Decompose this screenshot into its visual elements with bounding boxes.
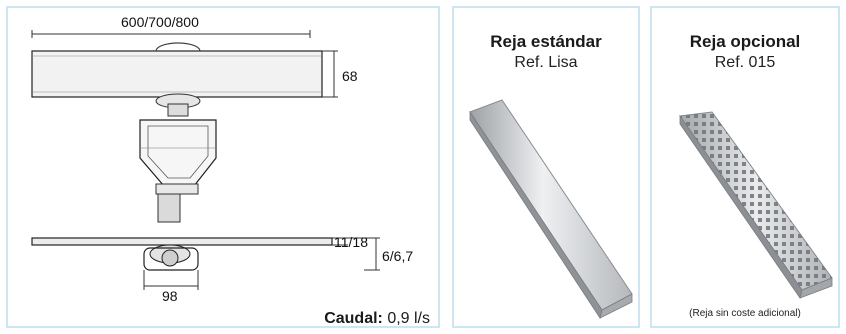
dimension-flange: 11/18 (334, 234, 368, 250)
technical-drawing-panel: 600/700/800 68 11/18 6/6,7 98 Caudal: 0,… (6, 6, 440, 328)
plain-grate-image (469, 99, 633, 319)
dimension-width: 600/700/800 (121, 14, 199, 30)
flow-value: 0,9 l/s (387, 310, 430, 327)
optional-grate-panel: Reja opcional Ref. 015 (Reja sin coste a… (650, 6, 840, 328)
optional-grate-note: (Reja sin coste adicional) (689, 308, 801, 319)
standard-grate-panel: Reja estándar Ref. Lisa (452, 6, 640, 328)
flow-label: Caudal: (324, 310, 383, 327)
perforated-grate-image (679, 111, 833, 299)
optional-grate-title: Reja opcional (689, 32, 801, 51)
drain-technical-drawing (31, 30, 380, 290)
dimension-outlet: 98 (162, 288, 178, 304)
flow-rate: Caudal: 0,9 l/s (324, 310, 430, 328)
dimension-depth: 6/6,7 (382, 248, 414, 264)
dimension-height: 68 (342, 68, 358, 84)
optional-grate-ref: Ref. 015 (714, 54, 776, 71)
standard-grate-title: Reja estándar (490, 32, 602, 51)
standard-grate-ref: Ref. Lisa (514, 54, 578, 71)
